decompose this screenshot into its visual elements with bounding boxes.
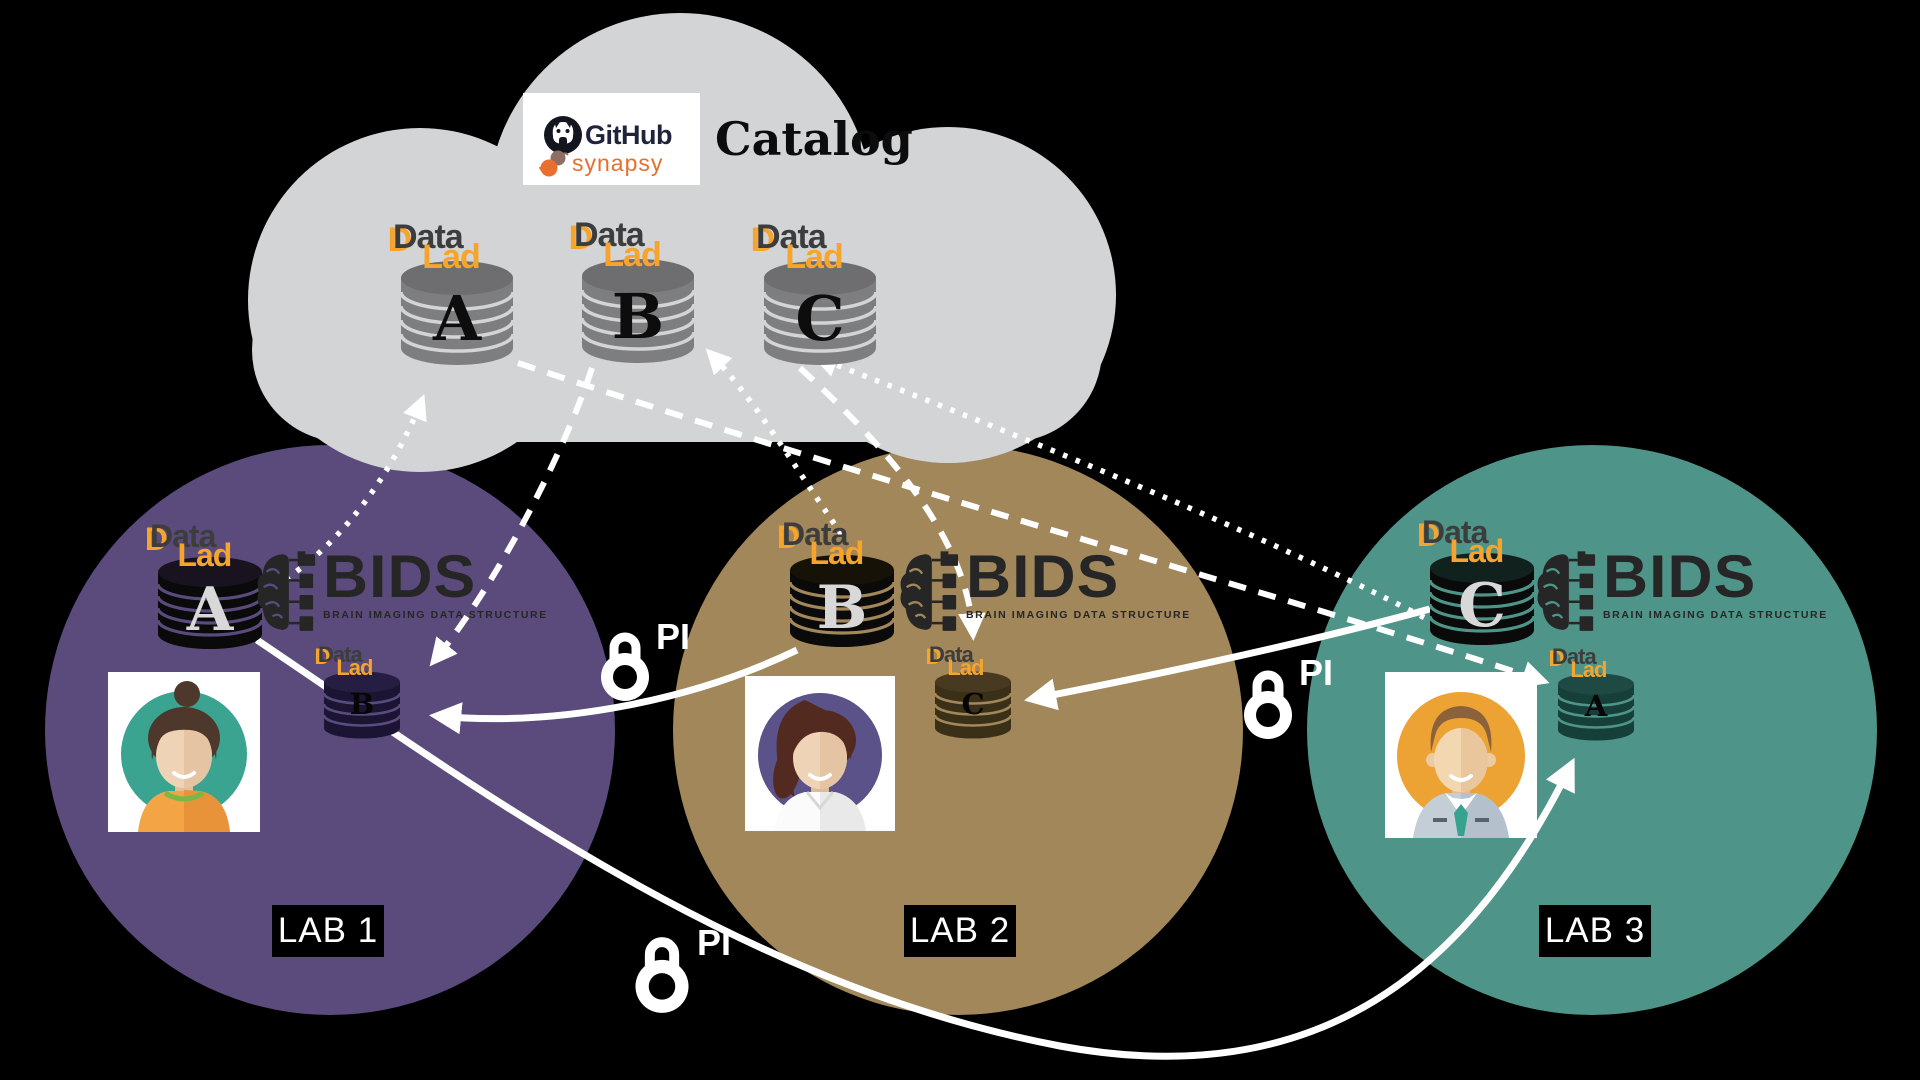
dataset-letter: B [611, 280, 665, 353]
pi-lock-2 [1243, 664, 1293, 745]
catalog-host-box: GitHub synapsy [523, 93, 700, 185]
bids-subtitle: BRAIN IMAGING DATA STRUCTURE [966, 608, 1191, 621]
woman-bun-avatar-icon [108, 672, 260, 832]
lab1-member-avatar [108, 672, 260, 832]
padlock-icon [601, 632, 649, 701]
lab2-label: LAB 2 [904, 905, 1016, 957]
brain-icon [257, 551, 316, 631]
arrow-share-b [428, 646, 799, 735]
arrow-fetch-a [517, 360, 1550, 688]
brain-icon [1537, 551, 1596, 631]
bids-word: BIDS [1603, 543, 1757, 610]
lab1-label: LAB 1 [272, 905, 384, 957]
pi-lock-3 [634, 930, 690, 1019]
dataset-letter: C [795, 282, 845, 355]
arrow-publish-b [705, 348, 845, 537]
bids-logo-lab1: BIDS BRAIN IMAGING DATA STRUCTURE [253, 547, 548, 640]
arrow-share-a [255, 637, 1575, 1060]
bids-word: BIDS [966, 543, 1120, 610]
synapsy-label: synapsy [572, 149, 664, 176]
arrow-fetch-b [429, 367, 595, 667]
padlock-icon [1244, 670, 1292, 739]
pi-lock-1 [600, 626, 650, 707]
woman-ponytail-avatar-icon [745, 676, 895, 831]
dataset-letter: C [1458, 571, 1506, 641]
bids-logo-lab3: BIDS BRAIN IMAGING DATA STRUCTURE [1533, 547, 1828, 640]
arrow-publish-c [812, 352, 1450, 633]
github-label: GitHub [585, 119, 672, 150]
synapse-swirl-icon [539, 150, 569, 177]
pi-label-3: PI [697, 922, 732, 963]
dataset-letter: B [816, 573, 868, 643]
pi-label-1: PI [656, 616, 691, 657]
bids-logo-lab2: BIDS BRAIN IMAGING DATA STRUCTURE [896, 547, 1191, 640]
arrow-fetch-c [797, 365, 986, 641]
padlock-icon [635, 937, 689, 1013]
bids-word: BIDS [323, 543, 477, 610]
lab2-member-avatar [745, 676, 895, 831]
dataset-letter: A [432, 282, 482, 355]
dataset-letter: A [1584, 689, 1608, 723]
man-tie-avatar-icon [1385, 672, 1537, 838]
bids-subtitle: BRAIN IMAGING DATA STRUCTURE [1603, 608, 1828, 621]
pi-label-2: PI [1299, 652, 1334, 693]
catalog-title: Catalog [715, 112, 913, 166]
dataset-letter: C [961, 687, 985, 721]
bids-subtitle: BRAIN IMAGING DATA STRUCTURE [323, 608, 548, 621]
github-octocat-icon [544, 116, 582, 154]
dataset-letter: A [186, 575, 234, 645]
dataset-letter: B [349, 687, 375, 721]
arrow-share-c [1024, 603, 1438, 711]
lab3-member-avatar [1385, 672, 1537, 838]
brain-icon [900, 551, 959, 631]
lab3-label: LAB 3 [1539, 905, 1651, 957]
